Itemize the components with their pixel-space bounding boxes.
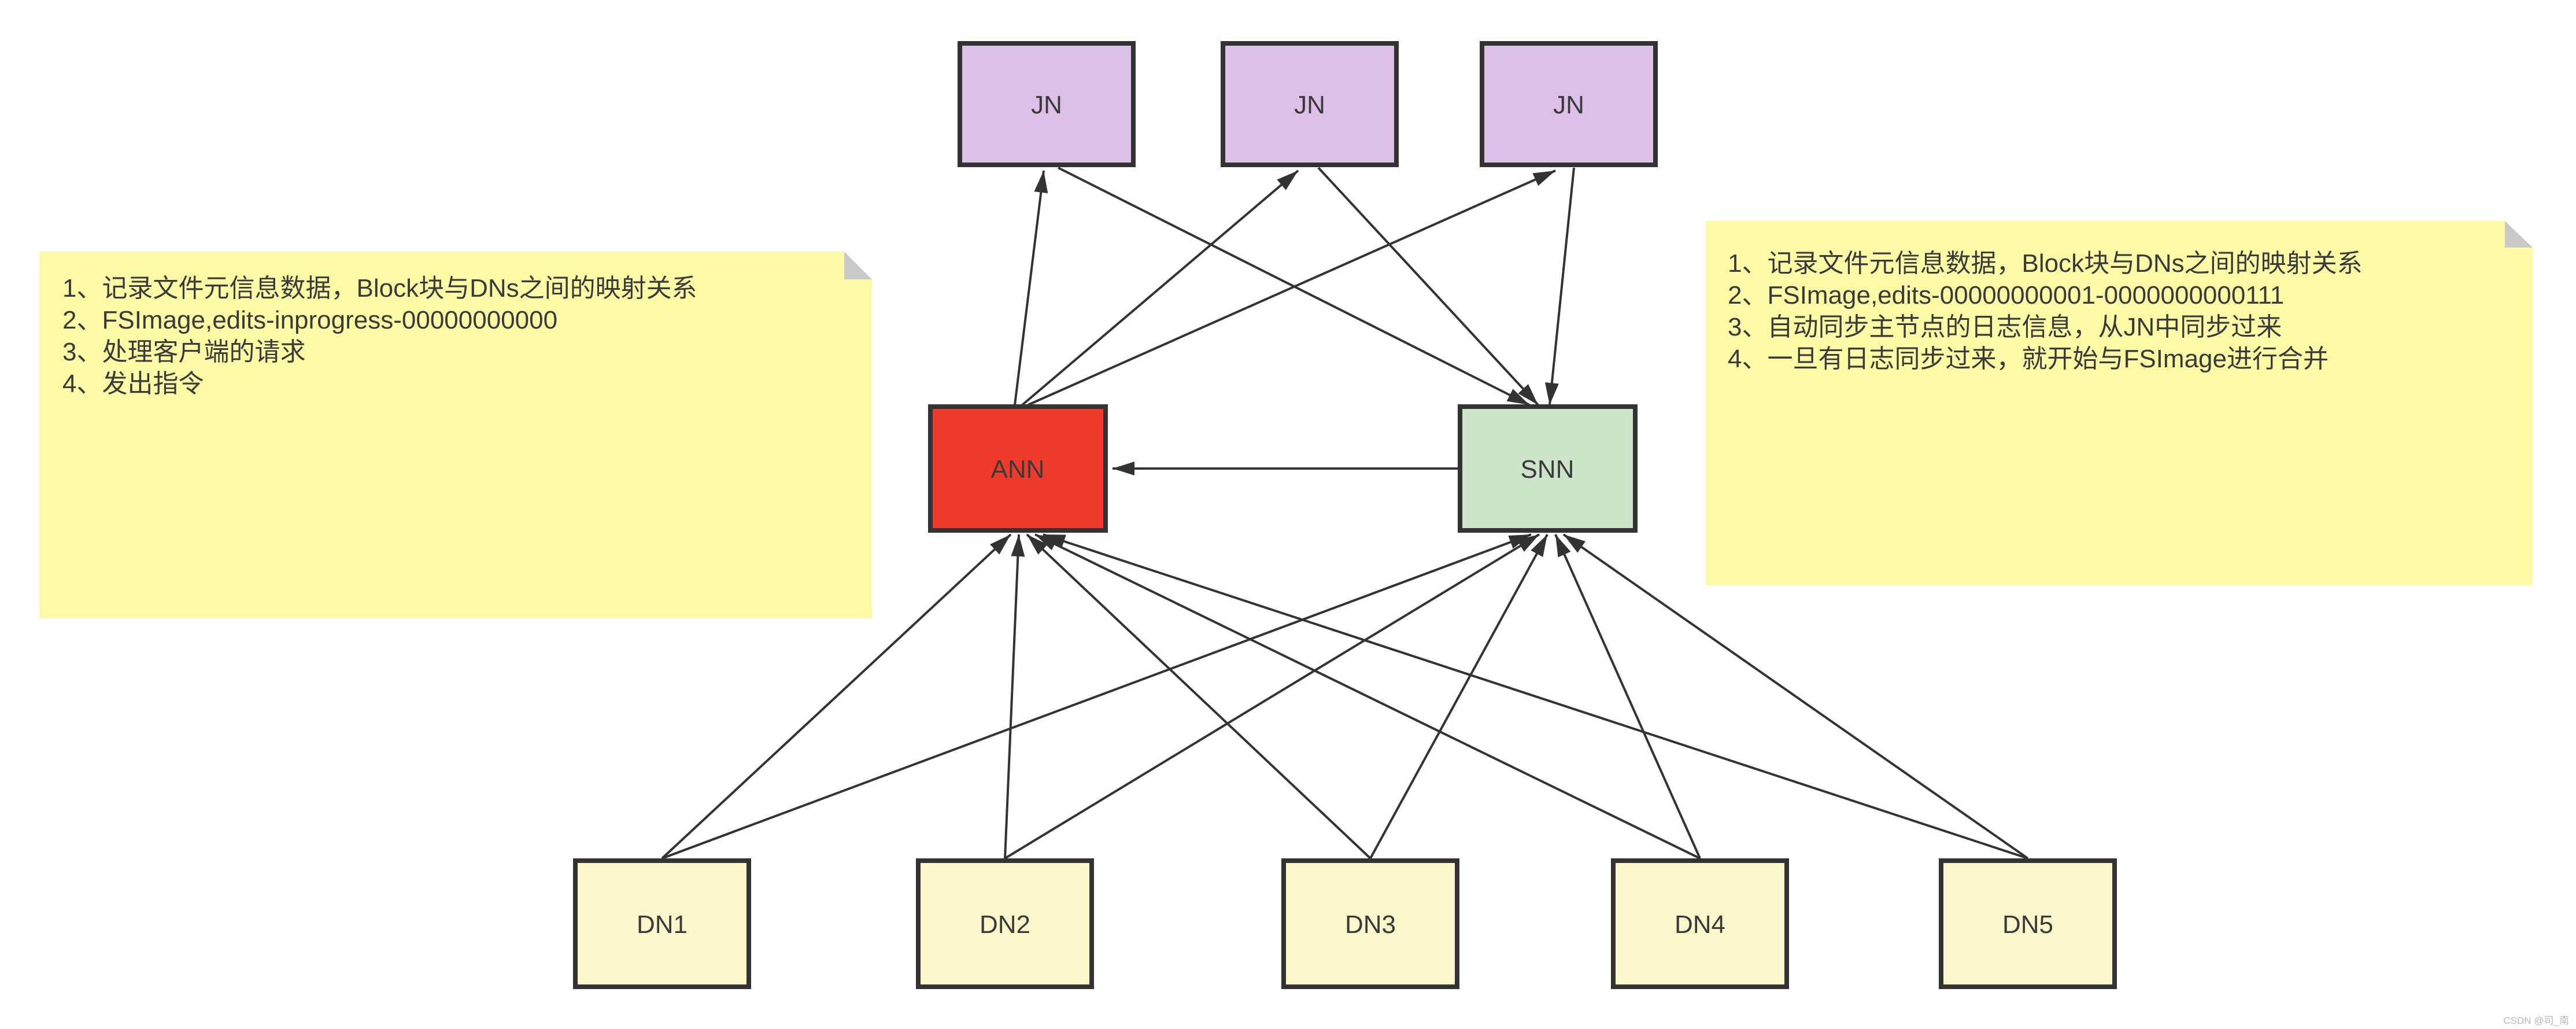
node-dn3: DN3 bbox=[1281, 858, 1459, 989]
node-dn2-box bbox=[916, 858, 1094, 989]
note-left-line-2: 2、FSImage,edits-inprogress-00000000000 bbox=[62, 306, 557, 334]
node-snn-box bbox=[1458, 404, 1638, 533]
note-right-line-1: 1、记录文件元信息数据，Block块与DNs之间的映射关系 bbox=[1728, 249, 2363, 278]
node-jn2-label: JN bbox=[1294, 91, 1325, 119]
note-left-line-1: 1、记录文件元信息数据，Block块与DNs之间的映射关系 bbox=[62, 274, 697, 303]
note-left-body bbox=[39, 252, 872, 618]
node-dn1-label: DN1 bbox=[637, 910, 688, 939]
arrow-jn2-to-snn bbox=[1317, 167, 1539, 406]
node-jn3-label: JN bbox=[1553, 91, 1584, 119]
node-dn2: DN2 bbox=[916, 858, 1094, 989]
note-right: 1、记录文件元信息数据，Block块与DNs之间的映射关系 2、FSImage,… bbox=[1706, 221, 2533, 585]
node-dn5: DN5 bbox=[1939, 858, 2117, 989]
node-ann: ANN bbox=[928, 404, 1108, 533]
note-right-body bbox=[1706, 221, 2533, 585]
node-dn4: DN4 bbox=[1611, 858, 1789, 989]
note-left: 1、记录文件元信息数据，Block块与DNs之间的映射关系 2、FSImage,… bbox=[39, 252, 872, 618]
arrow-dn3-to-ann bbox=[1026, 533, 1372, 860]
node-dn2-label: DN2 bbox=[980, 910, 1030, 939]
node-jn2-box bbox=[1221, 41, 1399, 167]
node-dn1: DN1 bbox=[573, 858, 751, 989]
node-dn4-box bbox=[1611, 858, 1789, 989]
node-dn5-box bbox=[1939, 858, 2117, 989]
arrow-dn5-to-ann bbox=[1043, 533, 2028, 860]
arrow-dn4-to-snn bbox=[1554, 534, 1701, 859]
note-left-line-3: 3、处理客户端的请求 bbox=[62, 338, 305, 366]
node-jn2: JN bbox=[1221, 41, 1399, 167]
node-snn: SNN bbox=[1458, 404, 1638, 533]
note-left-fold-icon bbox=[844, 252, 872, 279]
node-ann-box bbox=[928, 404, 1108, 533]
arrow-dn5-to-snn bbox=[1562, 533, 2029, 860]
node-ann-label: ANN bbox=[991, 455, 1045, 484]
arrow-ann-to-jn1 bbox=[1014, 170, 1048, 405]
arrow-ann-to-jn2 bbox=[1021, 169, 1299, 406]
node-dn3-label: DN3 bbox=[1345, 910, 1396, 939]
node-jn3: JN bbox=[1480, 41, 1658, 167]
note-right-line-3: 3、自动同步主节点的日志信息，从JN中同步过来 bbox=[1728, 313, 2282, 341]
note-right-fold-icon bbox=[2505, 221, 2533, 248]
arrow-dn4-to-ann bbox=[1034, 533, 1701, 860]
arrow-jn1-to-snn bbox=[1058, 167, 1530, 406]
watermark-text: CSDN @司_南 bbox=[2503, 1015, 2569, 1026]
node-snn-label: SNN bbox=[1521, 455, 1575, 484]
note-right-line-4: 4、一旦有日志同步过来，就开始与FSImage进行合并 bbox=[1728, 345, 2329, 373]
node-dn4-label: DN4 bbox=[1675, 910, 1725, 939]
node-jn3-box bbox=[1480, 41, 1658, 167]
node-dn5-label: DN5 bbox=[2002, 910, 2053, 939]
node-jn1-box bbox=[958, 41, 1136, 167]
note-left-line-4: 4、发出指令 bbox=[62, 370, 204, 398]
node-dn3-box bbox=[1281, 858, 1459, 989]
node-jn1: JN bbox=[958, 41, 1136, 167]
node-dn1-box bbox=[573, 858, 751, 989]
arrow-dn2-to-ann bbox=[1004, 534, 1025, 859]
arrow-jn3-to-snn bbox=[1544, 167, 1575, 405]
arrow-dn1-to-snn bbox=[661, 533, 1532, 860]
node-jn1-label: JN bbox=[1031, 91, 1062, 119]
arrow-dn1-to-ann bbox=[661, 533, 1012, 860]
arrow-dn2-to-snn bbox=[1004, 533, 1540, 860]
arrow-ann-to-jn3 bbox=[1028, 169, 1556, 406]
arrow-dn3-to-snn bbox=[1369, 534, 1548, 859]
note-right-line-2: 2、FSImage,edits-00000000001-000000000011… bbox=[1728, 281, 2284, 309]
